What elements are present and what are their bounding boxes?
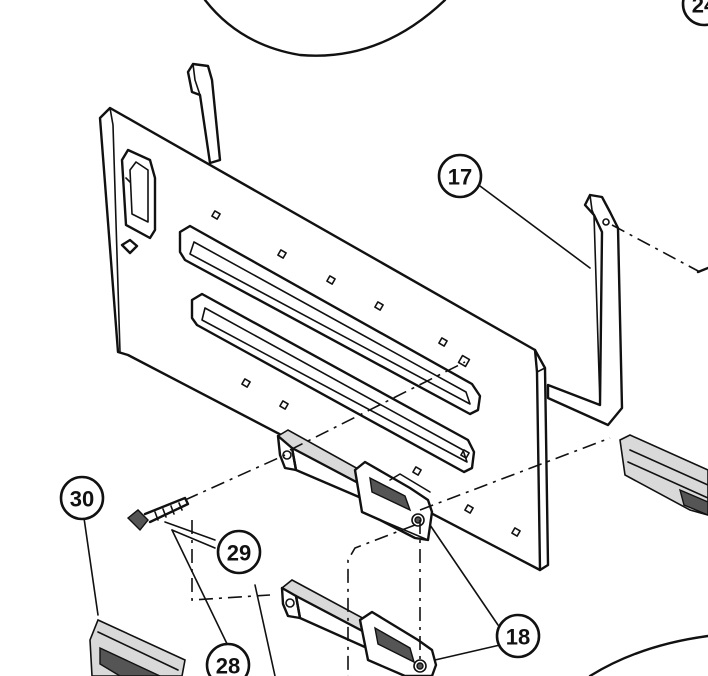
right-edge-part [619, 266, 708, 516]
callout-24-label: 24 [692, 0, 708, 18]
screw-29 [126, 496, 190, 532]
hinge-lower [280, 579, 438, 676]
alignment-lines [184, 224, 701, 676]
callout-29: 29 [216, 529, 262, 575]
support-frame [186, 62, 624, 427]
callout-29-label: 29 [227, 541, 251, 566]
callout-28-label: 28 [216, 654, 240, 676]
leader-lines [83, 185, 591, 676]
hinge-upper [276, 429, 434, 542]
panel-holes [211, 210, 521, 537]
main-panel [98, 106, 550, 572]
callout-30: 30 [59, 475, 105, 521]
callout-30-label: 30 [70, 487, 94, 512]
callout-17-label: 17 [448, 165, 472, 190]
callout-18-label: 18 [506, 625, 530, 650]
callout-28: 28 [205, 642, 251, 676]
callout-24: 24 [681, 0, 708, 27]
callout-17: 17 [437, 153, 483, 199]
bracket-part-30 [89, 618, 186, 676]
detail-circle-bottom [588, 634, 708, 676]
callout-18: 18 [495, 613, 541, 659]
detail-circle-top [203, 0, 447, 57]
